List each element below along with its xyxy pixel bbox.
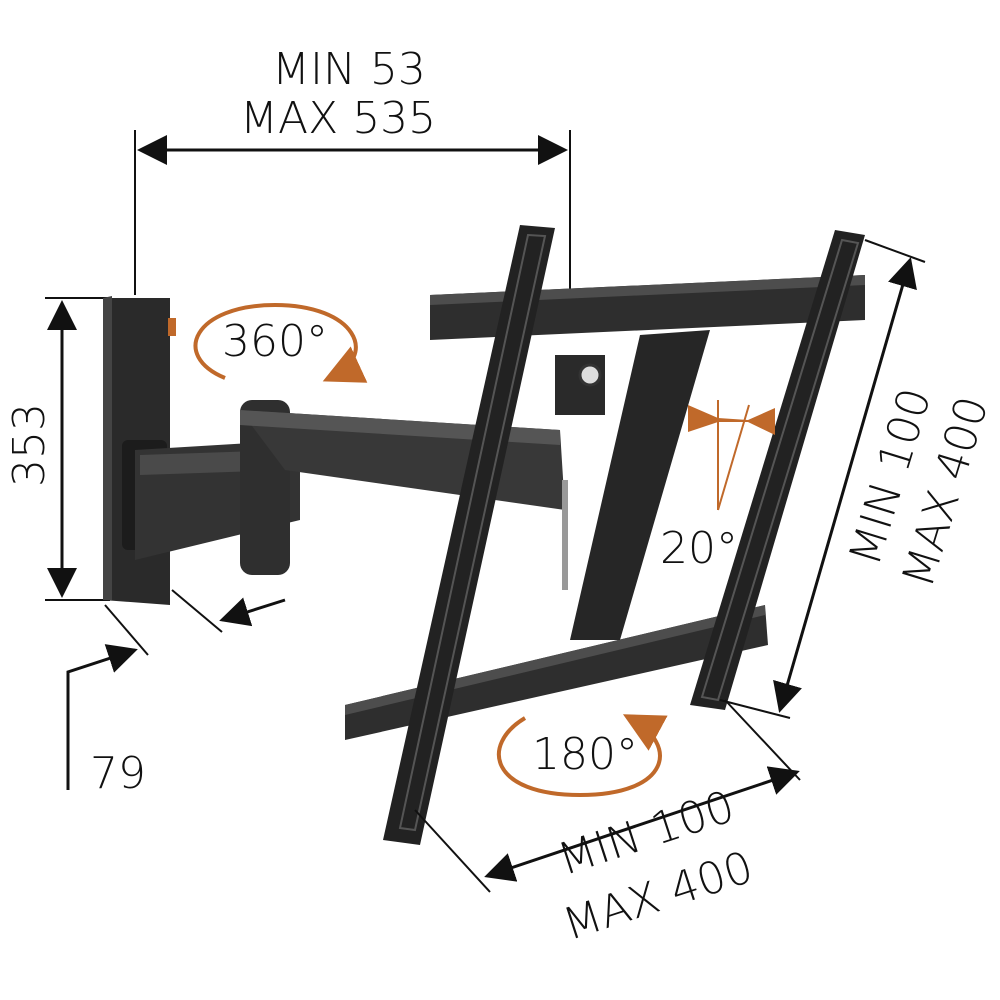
plate-depth-dimension-line: [66, 589, 286, 790]
vesa-horizontal-dimension-line: [414, 699, 801, 893]
depth-max-label: MAX 535: [240, 93, 437, 144]
vesa-bracket: [345, 225, 865, 845]
plate-height-label: 353: [4, 403, 55, 487]
plate-depth-label: 79: [90, 748, 146, 799]
height-dimension-line: [45, 297, 110, 601]
swivel-360-arrow-icon: [193, 302, 368, 383]
swing-arm: [135, 355, 605, 590]
tilt-label: 20°: [660, 523, 738, 574]
depth-min-label: MIN 53: [272, 44, 426, 95]
vesa-vertical-dimension-line: [719, 239, 926, 719]
depth-dimension-line: [134, 130, 571, 300]
rotate-label: 180°: [532, 729, 638, 780]
swivel-label: 360°: [222, 316, 328, 367]
tilt-20-icon: [688, 400, 775, 511]
